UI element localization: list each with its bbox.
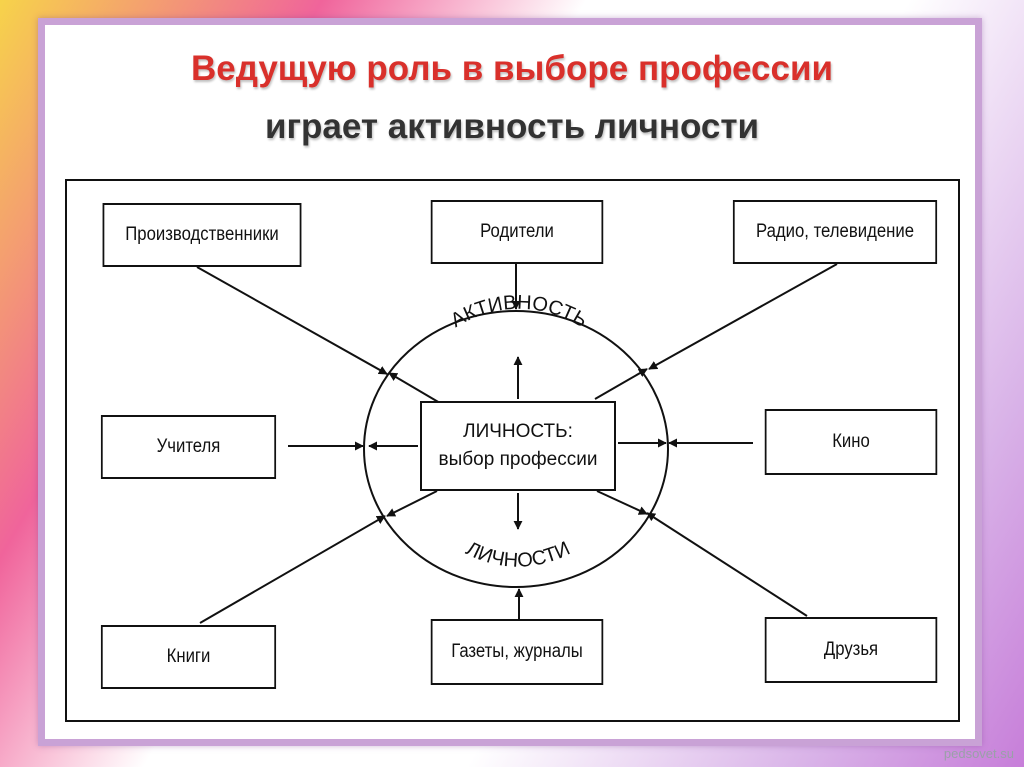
slide-title-line-1: Ведущую роль в выборе профессии xyxy=(190,49,834,88)
arrow-friends xyxy=(646,512,808,617)
arrow-radio xyxy=(648,263,838,370)
node-producers: Производственники xyxy=(102,203,302,267)
node-cinema: Кино xyxy=(764,409,938,475)
arrow-books xyxy=(199,515,386,624)
node-friends: Друзья xyxy=(764,617,938,683)
activity-circle xyxy=(363,310,669,588)
inner-arrow-upright xyxy=(594,368,648,400)
node-radio-tv: Радио, телевидение xyxy=(732,200,938,264)
inner-arrow-downright xyxy=(596,490,648,515)
career-choice-diagram: АКТИВНОСТЬ ЛИЧНОСТИ ЛИЧНОСТЬ: выбор проф… xyxy=(65,179,960,722)
inner-arrow-downleft xyxy=(386,490,438,517)
watermark: pedsovet.su xyxy=(943,746,1014,761)
slide-title: Ведущую роль в выборе профессии играет а… xyxy=(60,40,964,156)
center-line-1: ЛИЧНОСТЬ: xyxy=(463,421,573,442)
arrow-producers xyxy=(196,266,388,375)
arc-label-top: АКТИВНОСТЬ xyxy=(447,292,591,332)
node-newspapers: Газеты, журналы xyxy=(430,619,604,685)
slide-title-line-2: играет активность личности xyxy=(264,107,760,146)
diagram-connectors: АКТИВНОСТЬ ЛИЧНОСТИ xyxy=(196,263,838,624)
node-books: Книги xyxy=(100,625,277,689)
node-teachers: Учителя xyxy=(100,415,277,479)
inner-arrow-upleft xyxy=(388,372,441,404)
arc-label-bottom: ЛИЧНОСТИ xyxy=(462,538,573,572)
center-line-2: выбор профессии xyxy=(438,449,598,470)
center-box-personality: ЛИЧНОСТЬ: выбор профессии xyxy=(420,401,616,491)
node-parents: Родители xyxy=(430,200,604,264)
